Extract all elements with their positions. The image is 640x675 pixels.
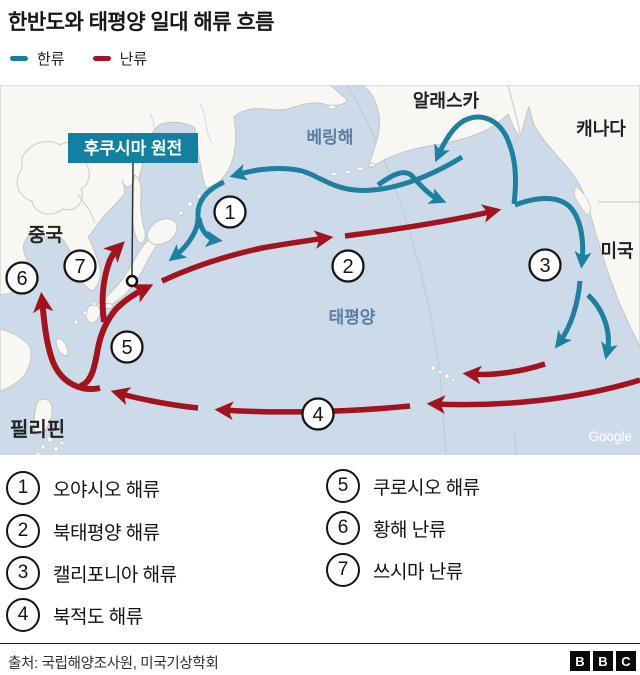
warm-current-label: 난류 bbox=[119, 51, 148, 68]
map-marker-4: 4 bbox=[301, 397, 335, 431]
key-label-3: 캘리포니아 해류 bbox=[53, 564, 177, 586]
map-canvas: 후쿠시마 원전 베링해 알래스카 캐나다 중국 미국 태평양 필리핀 Googl… bbox=[0, 84, 640, 462]
map-marker-7: 7 bbox=[63, 249, 97, 283]
source-credit: 출처: 국립해양조사원, 미국기상학회 bbox=[8, 656, 219, 672]
key-circle-3: 3 bbox=[6, 556, 40, 590]
key-item-north-equatorial: 4 북적도 해류 bbox=[6, 598, 143, 632]
north-pacific-current-path-east bbox=[344, 204, 502, 239]
map-marker-5: 5 bbox=[110, 330, 144, 364]
fukushima-location-marker bbox=[125, 274, 139, 288]
page-title: 한반도와 태평양 일대 해류 흐름 bbox=[8, 11, 275, 34]
svg-text:5: 5 bbox=[121, 337, 132, 359]
alaska-label: 알래스카 bbox=[413, 91, 480, 111]
usa-label: 미국 bbox=[600, 241, 633, 261]
philippines-label: 필리핀 bbox=[10, 418, 65, 441]
svg-text:2: 2 bbox=[342, 256, 353, 278]
ryukyu-islands bbox=[73, 301, 97, 325]
key-label-7: 쓰시마 난류 bbox=[373, 561, 463, 583]
google-watermark: Google bbox=[588, 429, 632, 444]
bering-sea-label: 베링해 bbox=[307, 128, 354, 147]
canada-label: 캐나다 bbox=[576, 119, 626, 139]
hawaii-branch-current-path bbox=[462, 361, 546, 385]
key-label-6: 황해 난류 bbox=[373, 519, 446, 541]
map-marker-1: 1 bbox=[213, 195, 247, 229]
key-circle-6: 6 bbox=[326, 511, 360, 545]
california-branch-current-path bbox=[586, 293, 618, 360]
cold-current-legend-item: 한류 bbox=[10, 48, 65, 69]
bbc-logo-block-b1: B bbox=[570, 651, 590, 671]
key-item-yellow-sea: 6 황해 난류 bbox=[326, 511, 446, 545]
hawaii-islands bbox=[430, 365, 455, 382]
kuril-islands bbox=[178, 193, 202, 216]
key-label-2: 북태평양 해류 bbox=[53, 522, 160, 544]
california-current-path-north bbox=[514, 196, 592, 269]
luzon-island bbox=[33, 398, 53, 435]
key-item-oyashio: 1 오야시오 해류 bbox=[6, 471, 160, 505]
warm-current-legend-item: 난류 bbox=[92, 48, 148, 69]
bbc-logo-block-b2: B bbox=[593, 651, 613, 671]
china-label: 중국 bbox=[28, 225, 63, 246]
pacific-ocean-label: 태평양 bbox=[329, 308, 376, 327]
oyashio-current-path bbox=[168, 179, 226, 262]
key-label-5: 쿠로시오 해류 bbox=[373, 477, 480, 499]
california-current-path-south bbox=[554, 280, 583, 349]
southeast-asia-coast bbox=[0, 328, 32, 392]
north-equatorial-current-path-east bbox=[426, 377, 640, 414]
north-equatorial-current-path-west bbox=[110, 387, 199, 411]
tsushima-warm-current-path bbox=[99, 241, 125, 323]
color-legend: 한류 난류 bbox=[10, 48, 147, 69]
key-circle-2: 2 bbox=[6, 514, 40, 548]
svg-text:1: 1 bbox=[224, 202, 235, 224]
current-key-list: 1 오야시오 해류 2 북태평양 해류 3 캘리포니아 해류 4 북적도 해류 … bbox=[0, 455, 640, 643]
taiwan-island bbox=[55, 337, 69, 357]
us-canada-border bbox=[507, 84, 640, 203]
key-circle-1: 1 bbox=[6, 471, 40, 505]
vancouver-island bbox=[573, 186, 591, 216]
fukushima-callout-box bbox=[68, 133, 198, 163]
key-item-kuroshio: 5 쿠로시오 해류 bbox=[326, 469, 480, 503]
yellow-sea-warm-current-path bbox=[33, 291, 101, 392]
cold-currents bbox=[168, 114, 618, 360]
cold-current-swatch bbox=[10, 56, 28, 61]
subarctic-hook-current-path bbox=[376, 170, 447, 204]
map-marker-2: 2 bbox=[331, 249, 365, 283]
svg-text:7: 7 bbox=[74, 256, 85, 278]
bbc-logo: B B C bbox=[567, 651, 636, 671]
cold-current-label: 한류 bbox=[37, 51, 65, 68]
north-pacific-current-path-west bbox=[160, 230, 334, 284]
map-marker-6: 6 bbox=[5, 261, 39, 295]
china-border-line bbox=[16, 140, 90, 215]
key-circle-4: 4 bbox=[6, 598, 40, 632]
bbc-logo-block-c: C bbox=[616, 651, 636, 671]
alaska-gyre-current-path bbox=[434, 114, 519, 205]
warm-current-swatch bbox=[92, 56, 111, 61]
key-label-1: 오야시오 해류 bbox=[53, 479, 160, 501]
header: 한반도와 태평양 일대 해류 흐름 한류 난류 bbox=[0, 0, 640, 85]
callout-pointer-line bbox=[131, 162, 134, 276]
key-item-tsushima: 7 쓰시마 난류 bbox=[326, 553, 463, 587]
key-item-california: 3 캘리포니아 해류 bbox=[6, 556, 177, 590]
kuroshio-current-path bbox=[78, 284, 154, 389]
border-line bbox=[77, 194, 96, 224]
svg-text:4: 4 bbox=[312, 404, 323, 426]
svg-text:3: 3 bbox=[539, 255, 550, 277]
oyashio-east-branch-path bbox=[196, 217, 223, 248]
map-current-markers: 1 2 3 4 5 bbox=[5, 195, 562, 431]
dateline-graticule bbox=[346, 84, 447, 456]
key-item-north-pacific: 2 북태평양 해류 bbox=[6, 514, 160, 548]
north-america-landmass bbox=[352, 84, 640, 348]
key-circle-7: 7 bbox=[326, 553, 360, 587]
pacific-map: 후쿠시마 원전 베링해 알래스카 캐나다 중국 미국 태평양 필리핀 Googl… bbox=[0, 84, 640, 462]
hokkaido-island bbox=[146, 218, 178, 245]
svg-text:6: 6 bbox=[16, 268, 27, 290]
fukushima-callout-label: 후쿠시마 원전 bbox=[84, 138, 183, 158]
warm-currents bbox=[33, 204, 640, 421]
key-circle-5: 5 bbox=[326, 469, 360, 503]
map-marker-3: 3 bbox=[528, 248, 562, 282]
key-label-4: 북적도 해류 bbox=[53, 606, 143, 628]
graticule-line bbox=[513, 429, 517, 456]
footer: 출처: 국립해양조사원, 미국기상학회 B B C bbox=[0, 643, 640, 675]
